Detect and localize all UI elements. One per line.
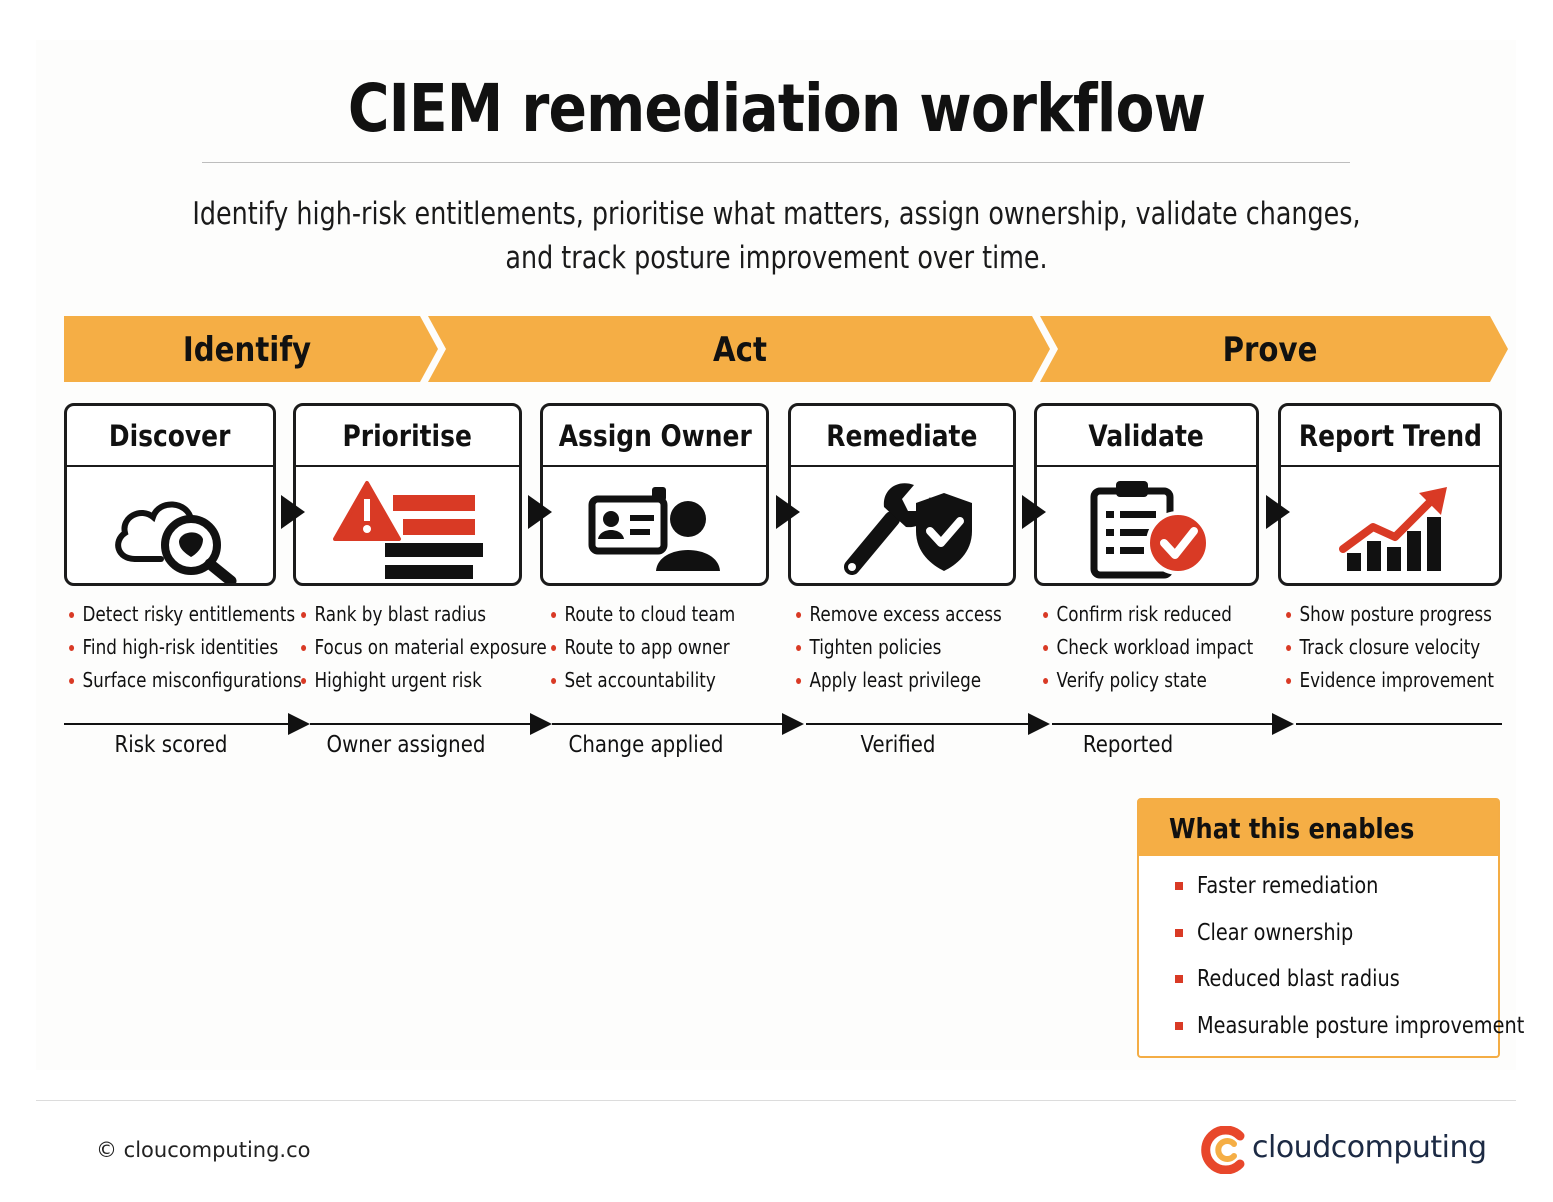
id-badge-user-icon (588, 487, 720, 571)
cloud-magnifier-icon (115, 501, 237, 583)
bullets-assign-owner: Route to cloud team Route to app owner S… (546, 598, 771, 697)
step-title-prioritise: Prioritise (342, 419, 473, 453)
enables-list: Faster remediation Clear ownership Reduc… (1139, 868, 1524, 1055)
list-item: Clear ownership (1139, 915, 1498, 962)
outcome-reported: Reported (1082, 732, 1174, 758)
outcome-verified: Verified (860, 732, 936, 758)
brand-name: cloudcomputing (1252, 1130, 1487, 1165)
list-item: Tighten policies (791, 631, 1002, 664)
clipboard-check-icon (1090, 481, 1210, 579)
step-connector-arrow (776, 495, 800, 529)
bullets-remediate: Remove excess access Tighten policies Ap… (791, 598, 1042, 697)
step-connector-arrow (1022, 495, 1046, 529)
enables-title: What this enables (1169, 812, 1415, 845)
list-item: Detect risky entitlements (64, 598, 302, 631)
copyright-text: © cloucomputing.co (96, 1138, 311, 1162)
phase-segment-identify (64, 316, 438, 382)
warning-bars-icon (332, 481, 483, 579)
list-item: Reduced blast radius (1139, 961, 1498, 1008)
list-item: Focus on material exposure (296, 631, 547, 664)
step-connector-arrow (528, 495, 552, 529)
outcome-owner-assigned: Owner assigned (326, 732, 486, 758)
list-item: Faster remediation (1139, 868, 1498, 915)
bullets-report-trend: Show posture progress Track closure velo… (1281, 598, 1535, 697)
subtitle-line-2: and track posture improvement over time. (505, 240, 1048, 276)
list-item: Evidence improvement (1281, 664, 1494, 697)
outcome-timeline (64, 713, 1502, 735)
outcome-risk-scored: Risk scored (114, 732, 228, 758)
list-item: Measurable posture improvement (1139, 1008, 1524, 1055)
title-divider (202, 162, 1350, 163)
bullets-validate: Confirm risk reduced Check workload impa… (1038, 598, 1294, 697)
list-item: Rank by blast radius (296, 598, 547, 631)
step-card-report-trend: Report Trend (1278, 403, 1502, 586)
phase-banner (64, 316, 1508, 382)
phase-label-act: Act (713, 330, 767, 370)
list-item: Remove excess access (791, 598, 1002, 631)
step-card-discover: Discover (64, 403, 276, 586)
list-item: Apply least privilege (791, 664, 1002, 697)
bullets-prioritise: Rank by blast radius Focus on material e… (296, 598, 594, 697)
bullets-discover: Detect risky entitlements Find high-risk… (64, 598, 347, 697)
list-item: Show posture progress (1281, 598, 1494, 631)
step-title-validate: Validate (1088, 419, 1205, 453)
subtitle-line-1: Identify high-risk entitlements, priorit… (192, 196, 1361, 232)
enables-box: What this enables Faster remediation Cle… (1137, 798, 1524, 1058)
list-item: Highight urgent risk (296, 664, 547, 697)
phase-segment-prove (1040, 316, 1508, 382)
step-title-assign-owner: Assign Owner (558, 419, 752, 453)
step-title-report-trend: Report Trend (1298, 419, 1482, 453)
outcome-change-applied: Change applied (568, 732, 724, 758)
step-connector-arrow (281, 495, 305, 529)
list-item: Route to app owner (546, 631, 735, 664)
step-title-discover: Discover (109, 419, 231, 453)
list-item: Verify policy state (1038, 664, 1253, 697)
step-card-prioritise: Prioritise (293, 403, 522, 586)
phase-label-prove: Prove (1222, 330, 1318, 370)
list-item: Confirm risk reduced (1038, 598, 1253, 631)
step-card-remediate: Remediate (788, 403, 1016, 586)
step-title-remediate: Remediate (826, 419, 978, 453)
phase-label-identify: Identify (182, 330, 312, 370)
wrench-shield-icon (844, 483, 972, 575)
footer-divider (36, 1100, 1516, 1101)
step-card-validate: Validate (1034, 403, 1259, 586)
list-item: Set accountability (546, 664, 735, 697)
list-item: Track closure velocity (1281, 631, 1494, 664)
trend-chart-icon (1339, 487, 1447, 571)
list-item: Find high-risk identities (64, 631, 302, 664)
list-item: Check workload impact (1038, 631, 1253, 664)
brand-logo-icon (1201, 1126, 1245, 1174)
step-connector-arrow (1266, 495, 1290, 529)
list-item: Route to cloud team (546, 598, 735, 631)
step-card-assign-owner: Assign Owner (540, 403, 769, 586)
page-title: CIEM remediation workflow (347, 70, 1206, 147)
list-item: Surface misconfigurations (64, 664, 302, 697)
phase-segment-act (428, 316, 1050, 382)
subtitle: Identify high-risk entitlements, priorit… (140, 192, 1413, 280)
